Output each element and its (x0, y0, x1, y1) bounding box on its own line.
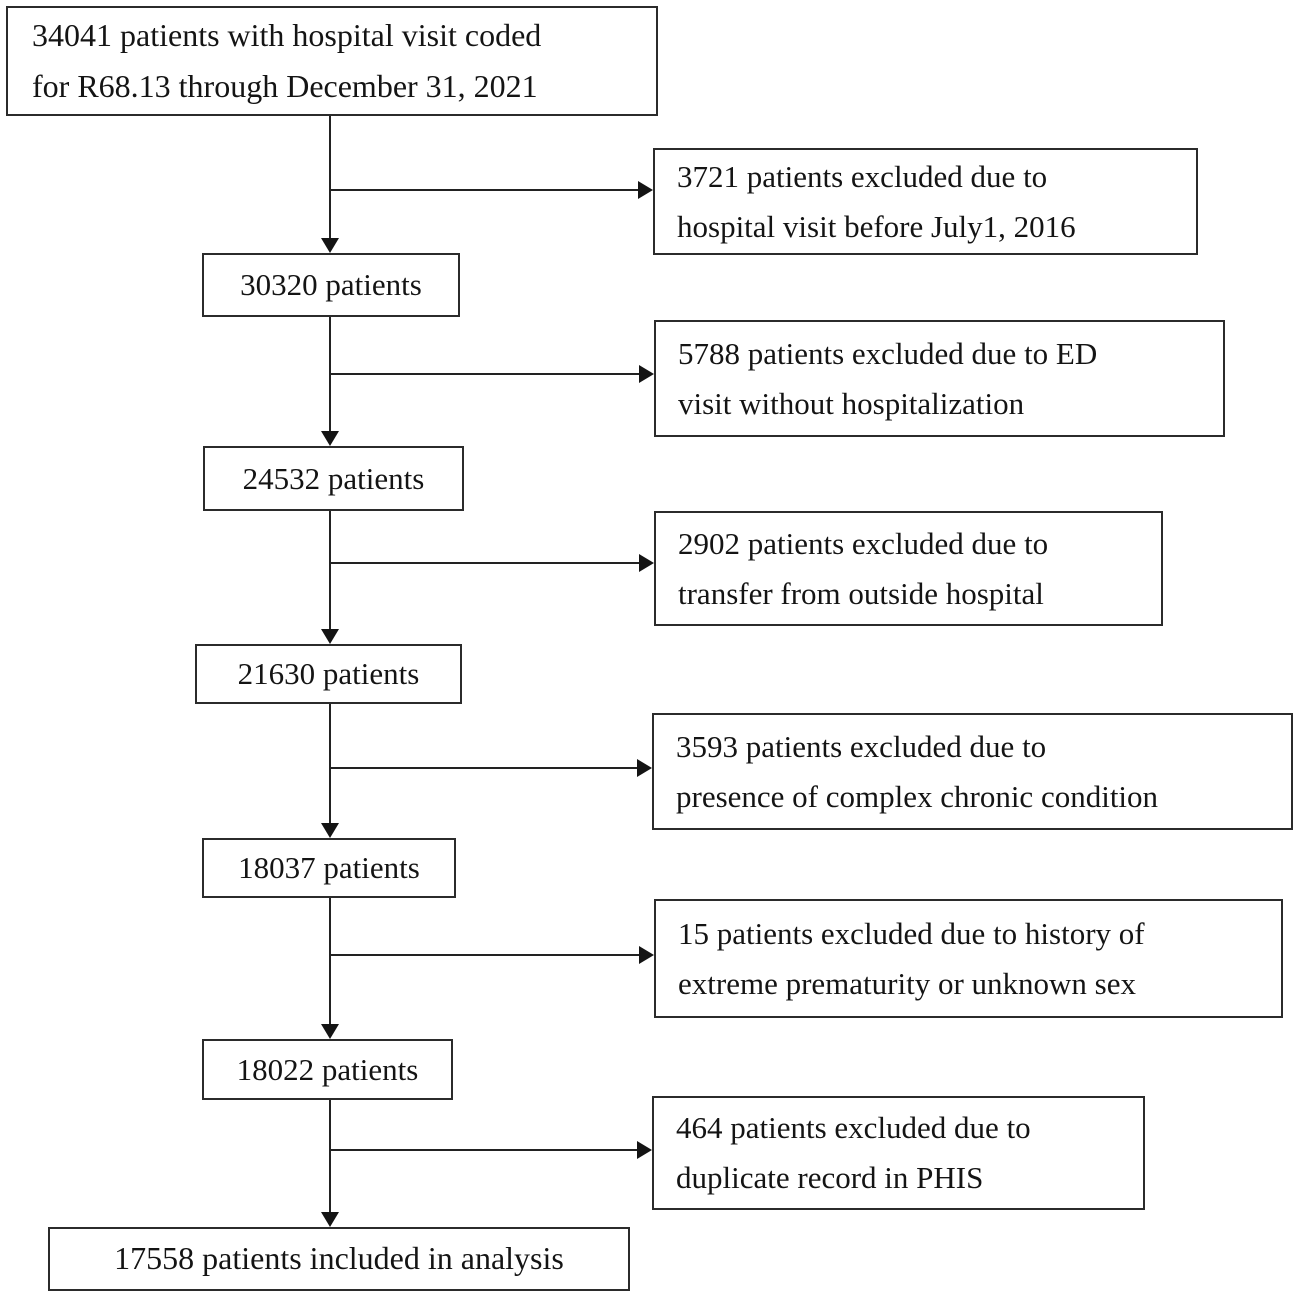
node-start-line1: 34041 patients with hospital visit coded (32, 16, 542, 53)
exclusion-box-2: 5788 patients excluded due to ED visit w… (654, 320, 1225, 437)
exclusion-box-6: 464 patients excluded due to duplicate r… (652, 1096, 1145, 1210)
right-arrowhead-icon (639, 365, 654, 383)
exclusion-5-line2: extreme prematurity or unknown sex (678, 965, 1136, 1001)
branch-line-5 (330, 954, 639, 956)
exclusion-3-line1: 2902 patients excluded due to (678, 525, 1049, 561)
exclusion-6-line1: 464 patients excluded due to (676, 1110, 1031, 1146)
down-arrowhead-icon (321, 431, 339, 446)
exclusion-box-3: 2902 patients excluded due to transfer f… (654, 511, 1163, 626)
spine-line-3 (329, 511, 331, 629)
exclusion-box-4: 3593 patients excluded due to presence o… (652, 713, 1293, 830)
down-arrowhead-icon (321, 1024, 339, 1039)
exclusion-box-5: 15 patients excluded due to history of e… (654, 899, 1283, 1018)
right-arrowhead-icon (637, 1141, 652, 1159)
node-step-5-label: 18022 patients (236, 1051, 419, 1087)
node-step-2-label: 24532 patients (242, 460, 425, 496)
node-step-4: 18037 patients (202, 838, 456, 898)
node-final: 17558 patients included in analysis (48, 1227, 630, 1291)
branch-line-1 (330, 189, 638, 191)
spine-line-4 (329, 704, 331, 823)
branch-line-2 (330, 373, 639, 375)
exclusion-4-line1: 3593 patients excluded due to (676, 728, 1047, 764)
down-arrowhead-icon (321, 629, 339, 644)
spine-line-6 (329, 1100, 331, 1212)
exclusion-1-line2: hospital visit before July1, 2016 (677, 208, 1076, 244)
down-arrowhead-icon (321, 823, 339, 838)
right-arrowhead-icon (639, 946, 654, 964)
node-final-label: 17558 patients included in analysis (114, 1240, 564, 1277)
branch-line-3 (330, 562, 639, 564)
node-step-4-label: 18037 patients (238, 850, 420, 886)
exclusion-4-line2: presence of complex chronic condition (676, 778, 1159, 814)
exclusion-box-1: 3721 patients excluded due to hospital v… (653, 148, 1198, 255)
branch-line-4 (330, 767, 637, 769)
spine-line-1 (329, 116, 331, 239)
exclusion-3-line2: transfer from outside hospital (678, 575, 1044, 611)
node-step-3-label: 21630 patients (237, 656, 420, 692)
exclusion-2-line1: 5788 patients excluded due to ED (678, 335, 1098, 371)
node-step-1-label: 30320 patients (240, 267, 422, 303)
node-step-3: 21630 patients (195, 644, 462, 704)
exclusion-1-line1: 3721 patients excluded due to (677, 158, 1048, 194)
right-arrowhead-icon (639, 554, 654, 572)
node-start: 34041 patients with hospital visit coded… (6, 6, 658, 116)
node-step-1: 30320 patients (202, 253, 460, 317)
node-start-line2: for R68.13 through December 31, 2021 (32, 68, 538, 104)
exclusion-5-line1: 15 patients excluded due to history of (678, 915, 1145, 951)
branch-line-6 (330, 1149, 637, 1151)
spine-line-5 (329, 898, 331, 1024)
node-step-5: 18022 patients (202, 1039, 453, 1100)
exclusion-6-line2: duplicate record in PHIS (676, 1160, 984, 1195)
right-arrowhead-icon (637, 759, 652, 777)
right-arrowhead-icon (638, 181, 653, 199)
node-step-2: 24532 patients (203, 446, 464, 511)
exclusion-2-line2: visit without hospitalization (678, 385, 1025, 421)
down-arrowhead-icon (321, 1212, 339, 1227)
down-arrowhead-icon (321, 238, 339, 253)
